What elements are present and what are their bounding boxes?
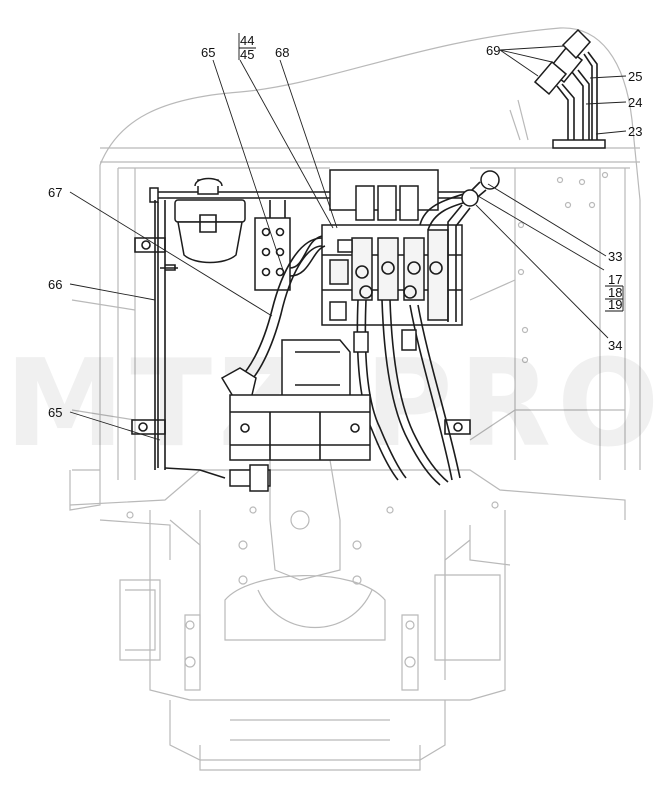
- distributor-valve: [321, 169, 463, 326]
- callout-19: 19: [608, 297, 622, 312]
- callout-25: 25: [628, 69, 642, 84]
- oil-filter: [174, 177, 246, 264]
- callout-66: 66: [48, 277, 62, 292]
- hydraulic-hoses: [157, 170, 500, 492]
- callout-labels: 65 44 45 68 69 25 24 23 67 66 65 33 17 1…: [48, 33, 642, 420]
- callout-17: 17: [608, 272, 622, 287]
- callout-23: 23: [628, 124, 642, 139]
- callout-18: 18: [608, 285, 622, 300]
- callout-68: 68: [275, 45, 289, 60]
- tractor-body-outline: [69, 27, 641, 771]
- callout-33: 33: [608, 249, 622, 264]
- callout-65-bottom: 65: [48, 405, 62, 420]
- callout-45: 45: [240, 47, 254, 62]
- control-levers: [509, 28, 606, 149]
- hydraulic-pump: [229, 339, 371, 461]
- callout-65-top: 65: [201, 45, 215, 60]
- callout-34: 34: [608, 338, 622, 353]
- callout-69: 69: [486, 43, 500, 58]
- callout-44: 44: [240, 33, 254, 48]
- bracket-plate: [254, 200, 291, 291]
- leader-lines: [69, 45, 627, 441]
- callout-24: 24: [628, 95, 642, 110]
- callout-67: 67: [48, 185, 62, 200]
